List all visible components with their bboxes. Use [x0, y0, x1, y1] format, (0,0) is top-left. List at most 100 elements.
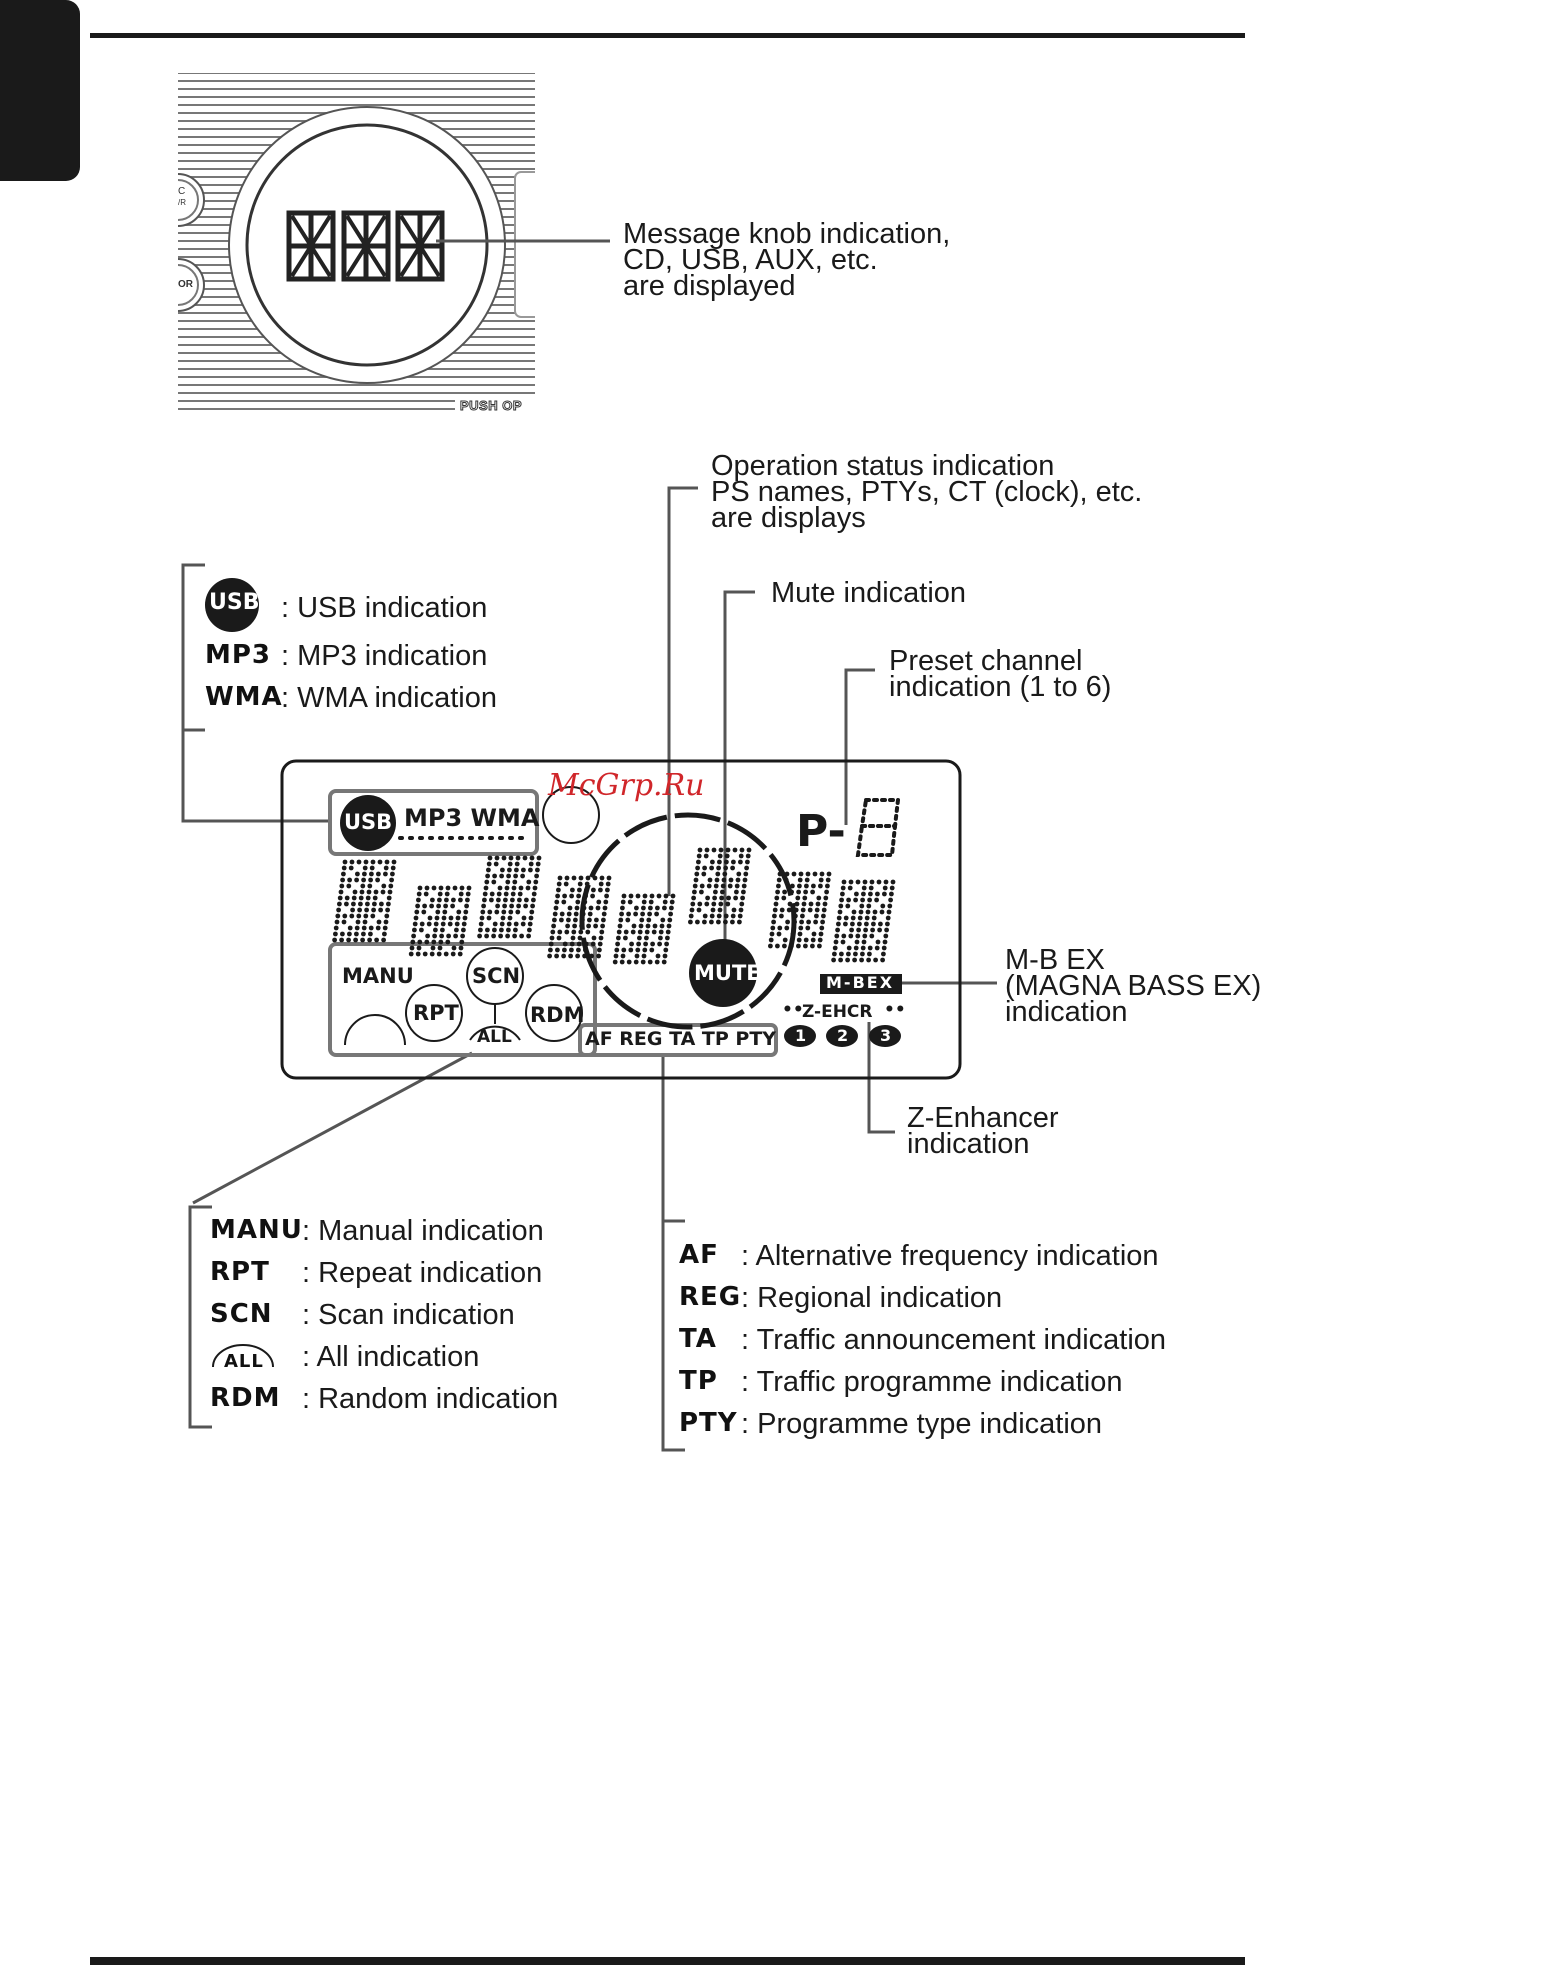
lcd-dot — [813, 919, 818, 925]
lcd-dot — [741, 889, 746, 895]
lcd-dot — [426, 921, 432, 927]
lcd-dot — [840, 939, 846, 945]
lcd-dot — [436, 951, 442, 957]
lcd-dot — [361, 931, 366, 937]
lcd-dot — [867, 897, 872, 903]
lcd-dot — [810, 937, 816, 943]
lcd-dot — [739, 901, 745, 907]
lcd-dot — [590, 893, 595, 899]
lcd-dot — [450, 903, 455, 909]
lcd-dot — [804, 883, 809, 889]
legend-mp3-desc: : MP3 indication — [281, 640, 488, 672]
lcd-dot — [889, 891, 894, 897]
legend-rdm-code: RDM — [210, 1383, 281, 1413]
lcd-dot — [373, 889, 379, 895]
lcd-dot — [738, 853, 744, 859]
lcd-dot — [888, 897, 893, 903]
lcd-dot — [492, 873, 497, 879]
lcd-dot — [553, 905, 559, 911]
lcd-dot — [344, 895, 350, 901]
lcd-dot — [506, 873, 511, 879]
legend-all-desc: : All indication — [302, 1341, 480, 1373]
lcd-dot — [525, 885, 531, 891]
lcd-dot — [587, 917, 592, 923]
lcd-dot — [872, 909, 878, 915]
play-mode-legend: MANU : Manual indication RPT : Repeat in… — [210, 1213, 570, 1423]
lcd-dot — [479, 915, 485, 921]
lcd-dot — [797, 931, 803, 937]
lcd-dot — [528, 861, 534, 867]
lcd-dot — [744, 865, 749, 871]
lcd-dot — [630, 929, 636, 935]
lcd-dot — [626, 959, 632, 965]
lcd-dot — [582, 953, 587, 959]
lcd-dot — [724, 853, 730, 859]
lcd-dot — [510, 897, 515, 903]
lcd-dot — [850, 915, 856, 921]
lcd-dot — [867, 945, 873, 951]
lcd-dot — [696, 853, 702, 859]
lcd-dot — [862, 879, 868, 885]
lcd-dot — [853, 897, 858, 903]
lcd-dot — [838, 903, 844, 909]
lcd-dot — [384, 913, 390, 919]
lcd-dot — [483, 885, 489, 891]
lcd-dot — [641, 953, 647, 959]
lcd-dot — [734, 883, 740, 889]
lcd-dot — [444, 897, 449, 903]
lcd-dot — [409, 945, 415, 951]
lcd-dot — [339, 883, 345, 889]
lcd-dot — [375, 877, 380, 883]
knob-push-label: PUSH OP — [459, 398, 523, 414]
lcd-dot — [363, 913, 369, 919]
lcd-dot — [515, 909, 521, 915]
lcd-dot — [501, 855, 507, 861]
lcd-dot — [724, 859, 729, 865]
lcd-dot — [382, 925, 388, 931]
lcd-dot — [655, 953, 661, 959]
lcd-dot — [519, 933, 524, 939]
lcd-dot — [363, 859, 369, 865]
lcd-dot — [857, 921, 862, 927]
lcd-dot — [734, 889, 739, 895]
lcd-dot — [376, 919, 382, 925]
lcd-dot — [569, 941, 575, 947]
mbex-callout-line-3: indication — [1005, 996, 1128, 1028]
lcd-dot — [664, 941, 669, 947]
lcd-dot — [424, 939, 430, 945]
lcd-dot — [377, 859, 383, 865]
lcd-dot — [882, 885, 888, 891]
lcd-dot — [620, 905, 625, 911]
legend-ta-desc: : Traffic announcement indication — [741, 1324, 1167, 1356]
lcd-dot — [455, 915, 461, 921]
lcd-dot — [855, 879, 861, 885]
lcd-dot — [339, 937, 344, 943]
lcd-dot — [875, 891, 880, 897]
lcd-dot — [657, 941, 662, 947]
lcd-dot — [628, 947, 634, 953]
lcd-dot — [567, 905, 573, 911]
lcd-dot — [864, 921, 869, 927]
lcd-dot — [737, 913, 743, 919]
lcd-dot — [707, 877, 713, 883]
legend-rpt-code: RPT — [210, 1257, 270, 1287]
legend-scn-desc: : Scan indication — [302, 1299, 515, 1331]
lcd-dot — [385, 907, 390, 913]
lcd-dot — [354, 931, 359, 937]
lcd-dot — [884, 927, 889, 933]
lcd-zenhancer-indicator: Z-EHCR — [802, 1002, 873, 1022]
lcd-dot — [562, 893, 567, 899]
lcd-dot — [709, 865, 714, 871]
lcd-dot — [861, 891, 866, 897]
lcd-dot — [654, 911, 659, 917]
lcd-dot — [690, 901, 696, 907]
lcd-dot — [846, 897, 851, 903]
lcd-dot — [796, 937, 802, 943]
lcd-dot — [635, 893, 641, 899]
lcd-dot — [494, 855, 500, 861]
lcd-dot — [531, 891, 537, 897]
lcd-dot — [438, 885, 444, 891]
lcd-dot — [496, 891, 502, 897]
lcd-dot — [594, 917, 599, 923]
lcd-dot — [875, 939, 881, 945]
